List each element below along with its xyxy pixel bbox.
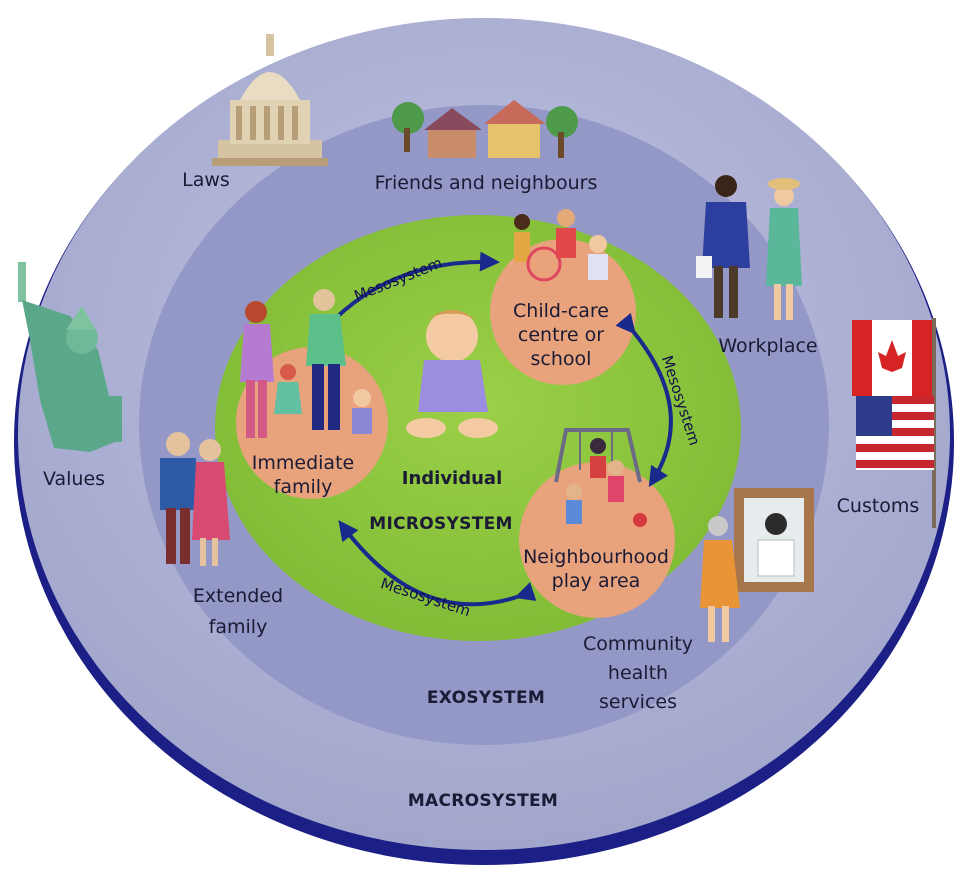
workplace-label: Workplace xyxy=(718,335,817,357)
mesosystem-arrow-right xyxy=(615,312,673,488)
capitol-icon xyxy=(212,34,328,166)
family-label-line1: Immediate xyxy=(252,452,354,474)
childcare-label-line1: Child-care xyxy=(513,300,609,322)
exosystem-label: EXOSYSTEM xyxy=(427,688,545,708)
childcare-children-icon xyxy=(514,209,608,282)
community-health-icon xyxy=(700,488,814,642)
statue-of-liberty-icon xyxy=(18,262,122,452)
microsystem-label: MICROSYSTEM xyxy=(369,514,512,534)
mesosystem-arrow-bottom xyxy=(338,520,537,607)
houses-icon xyxy=(392,100,578,158)
laws-label: Laws xyxy=(182,169,230,191)
extended-family-icon xyxy=(160,432,230,566)
immediate-family-icon xyxy=(240,289,372,438)
childcare-label-line3: school xyxy=(531,348,592,370)
values-label: Values xyxy=(43,468,105,490)
customs-label: Customs xyxy=(837,495,920,517)
playarea-label-line2: play area xyxy=(552,570,641,592)
extended-family-label-line2: family xyxy=(209,616,268,638)
playground-icon xyxy=(554,428,647,527)
individual-label: Individual xyxy=(402,468,503,489)
health-label-line1: Community xyxy=(583,633,693,655)
health-label-line2: health xyxy=(608,662,668,684)
family-label-line2: family xyxy=(274,476,333,498)
extended-family-label-line1: Extended xyxy=(193,585,283,607)
workplace-figures-icon xyxy=(696,175,802,320)
flags-icon xyxy=(852,318,936,528)
childcare-label-line2: centre or xyxy=(518,324,604,346)
baby-icon xyxy=(406,310,498,438)
playarea-label-line1: Neighbourhood xyxy=(523,546,669,568)
health-label-line3: services xyxy=(599,691,677,713)
macrosystem-label: MACROSYSTEM xyxy=(408,791,558,811)
playarea-node xyxy=(519,462,675,618)
friends-label: Friends and neighbours xyxy=(375,172,598,194)
